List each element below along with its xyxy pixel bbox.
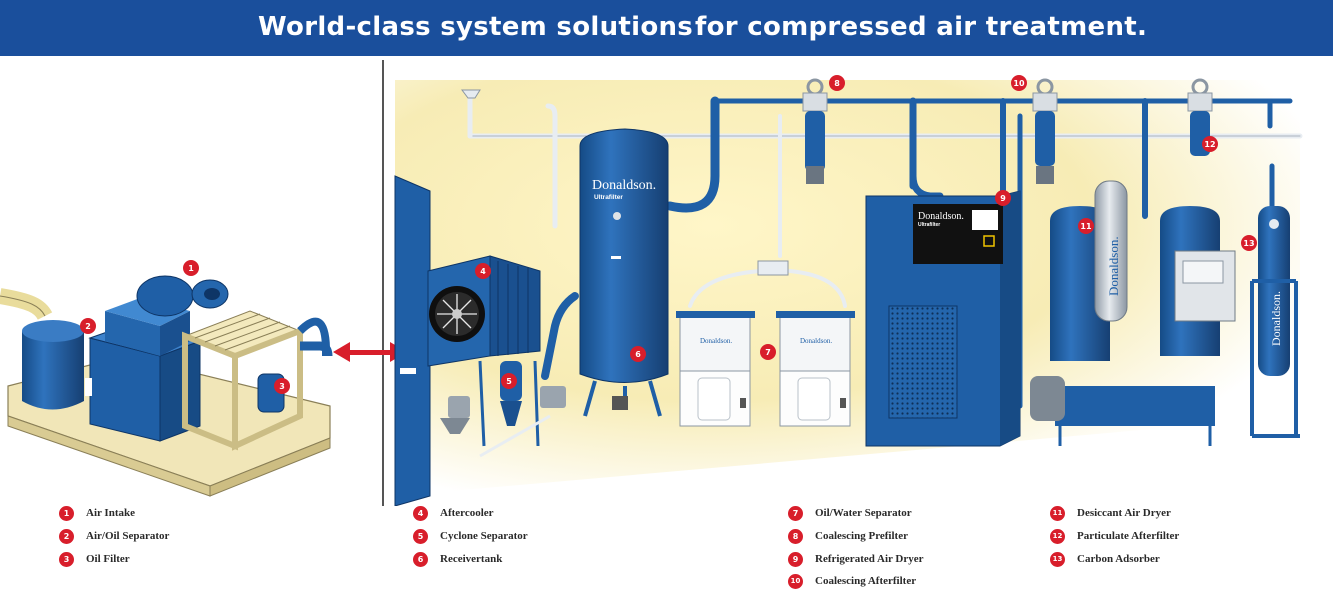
badge-8: 8 bbox=[829, 75, 845, 91]
legend-label: Particulate Afterfilter bbox=[1077, 530, 1180, 542]
legend-number: 10 bbox=[788, 573, 803, 589]
legend-label: Coalescing Afterfilter bbox=[815, 575, 917, 587]
coalescing-prefilter bbox=[802, 78, 828, 184]
aftercooler bbox=[394, 175, 541, 506]
legend-label: Receivertank bbox=[440, 553, 503, 565]
legend-item: 5 Cyclone Separator bbox=[413, 528, 528, 544]
legend-label: Aftercooler bbox=[440, 507, 494, 519]
oil-water-separators: Donaldson. Donaldson. bbox=[676, 260, 855, 427]
legend-item: 7 Oil/Water Separator bbox=[788, 505, 912, 521]
svg-text:9: 9 bbox=[1000, 194, 1006, 203]
legend-item: 12 Particulate Afterfilter bbox=[1050, 528, 1179, 544]
legend-item: 3 Oil Filter bbox=[59, 551, 130, 567]
badge-1: 1 bbox=[183, 260, 199, 276]
svg-text:13: 13 bbox=[1243, 239, 1254, 248]
badge-3: 3 bbox=[274, 378, 290, 394]
dryer-brand: Donaldson. bbox=[918, 211, 964, 222]
desiccant-brand: Donaldson. bbox=[1106, 236, 1121, 296]
legend-item: 6 Receivertank bbox=[413, 551, 502, 567]
banner-title-left: World-class system solutions bbox=[258, 12, 694, 42]
desiccant-dryer: Donaldson. bbox=[1030, 180, 1236, 446]
diagram-badges: 1 2 3 4 5 6 7 8 9 10 11 12 13 bbox=[80, 75, 1257, 394]
badge-13: 13 bbox=[1241, 235, 1257, 251]
legend-label: Desiccant Air Dryer bbox=[1077, 507, 1171, 519]
legend-item: 1 Air Intake bbox=[59, 505, 135, 521]
svg-text:1: 1 bbox=[188, 264, 194, 273]
svg-text:4: 4 bbox=[480, 267, 486, 276]
adsorber-brand: Donaldson. bbox=[1269, 291, 1283, 346]
legend-number: 12 bbox=[1050, 528, 1065, 544]
refrigerated-dryer: Donaldson. Ultrafilter bbox=[865, 190, 1021, 447]
svg-text:6: 6 bbox=[635, 350, 641, 359]
legend-number: 5 bbox=[413, 528, 428, 544]
legend-number: 9 bbox=[788, 551, 803, 567]
svg-text:12: 12 bbox=[1204, 140, 1215, 149]
legend-label: Air/Oil Separator bbox=[86, 530, 170, 542]
receiver-brand-sub: Ultrafilter bbox=[594, 194, 623, 201]
legend-label: Refrigerated Air Dryer bbox=[815, 553, 924, 565]
legend-label: Cyclone Separator bbox=[440, 530, 528, 542]
legend-number: 8 bbox=[788, 528, 803, 544]
legend-item: 13 Carbon Adsorber bbox=[1050, 551, 1160, 567]
legend-label: Oil Filter bbox=[86, 553, 130, 565]
svg-text:7: 7 bbox=[765, 348, 771, 357]
svg-text:11: 11 bbox=[1080, 222, 1092, 231]
legend-item: 10 Coalescing Afterfilter bbox=[788, 573, 916, 589]
svg-text:3: 3 bbox=[279, 382, 285, 391]
badge-5: 5 bbox=[501, 373, 517, 389]
badge-9: 9 bbox=[995, 190, 1011, 206]
legend-item: 11 Desiccant Air Dryer bbox=[1050, 505, 1171, 521]
badge-12: 12 bbox=[1202, 136, 1218, 152]
legend-number: 4 bbox=[413, 505, 428, 521]
badge-7: 7 bbox=[760, 344, 776, 360]
legend-label: Coalescing Prefilter bbox=[815, 530, 908, 542]
dryer-brand-sub: Ultrafilter bbox=[918, 222, 940, 228]
receiver-tank: Donaldson. Ultrafilter bbox=[579, 128, 669, 417]
compressor-unit bbox=[0, 275, 333, 497]
legend-number: 11 bbox=[1050, 505, 1065, 521]
svg-text:5: 5 bbox=[506, 377, 512, 386]
badge-6: 6 bbox=[630, 346, 646, 362]
legend-number: 2 bbox=[59, 528, 74, 544]
svg-text:10: 10 bbox=[1013, 79, 1025, 88]
legend-number: 3 bbox=[59, 551, 74, 567]
badge-2: 2 bbox=[80, 318, 96, 334]
legend-number: 7 bbox=[788, 505, 803, 521]
banner-title-right: for compressed air treatment. bbox=[695, 12, 1148, 42]
legend-item: 2 Air/Oil Separator bbox=[59, 528, 169, 544]
legend-item: 8 Coalescing Prefilter bbox=[788, 528, 908, 544]
svg-text:8: 8 bbox=[834, 79, 840, 88]
carbon-adsorber: Donaldson. bbox=[1250, 206, 1300, 438]
legend-label: Air Intake bbox=[86, 507, 135, 519]
svg-text:2: 2 bbox=[85, 322, 91, 331]
legend-label: Carbon Adsorber bbox=[1077, 553, 1160, 565]
legend-label: Oil/Water Separator bbox=[815, 507, 912, 519]
badge-10: 10 bbox=[1011, 75, 1027, 91]
badge-4: 4 bbox=[475, 263, 491, 279]
system-illustration: Donaldson. Ultrafilter Donaldson. Donald… bbox=[0, 60, 1303, 506]
legend-item: 9 Refrigerated Air Dryer bbox=[788, 551, 924, 567]
badge-11: 11 bbox=[1078, 218, 1094, 234]
receiver-brand: Donaldson. bbox=[592, 178, 656, 193]
coalescing-afterfilter bbox=[1032, 78, 1058, 184]
ows2-brand: Donaldson. bbox=[800, 337, 832, 345]
legend-item: 4 Aftercooler bbox=[413, 505, 494, 521]
legend-number: 6 bbox=[413, 551, 428, 567]
header-banner: World-class system solutions for compres… bbox=[0, 0, 1333, 56]
ows1-brand: Donaldson. bbox=[700, 337, 732, 345]
legend-number: 1 bbox=[59, 505, 74, 521]
legend-number: 13 bbox=[1050, 551, 1065, 567]
